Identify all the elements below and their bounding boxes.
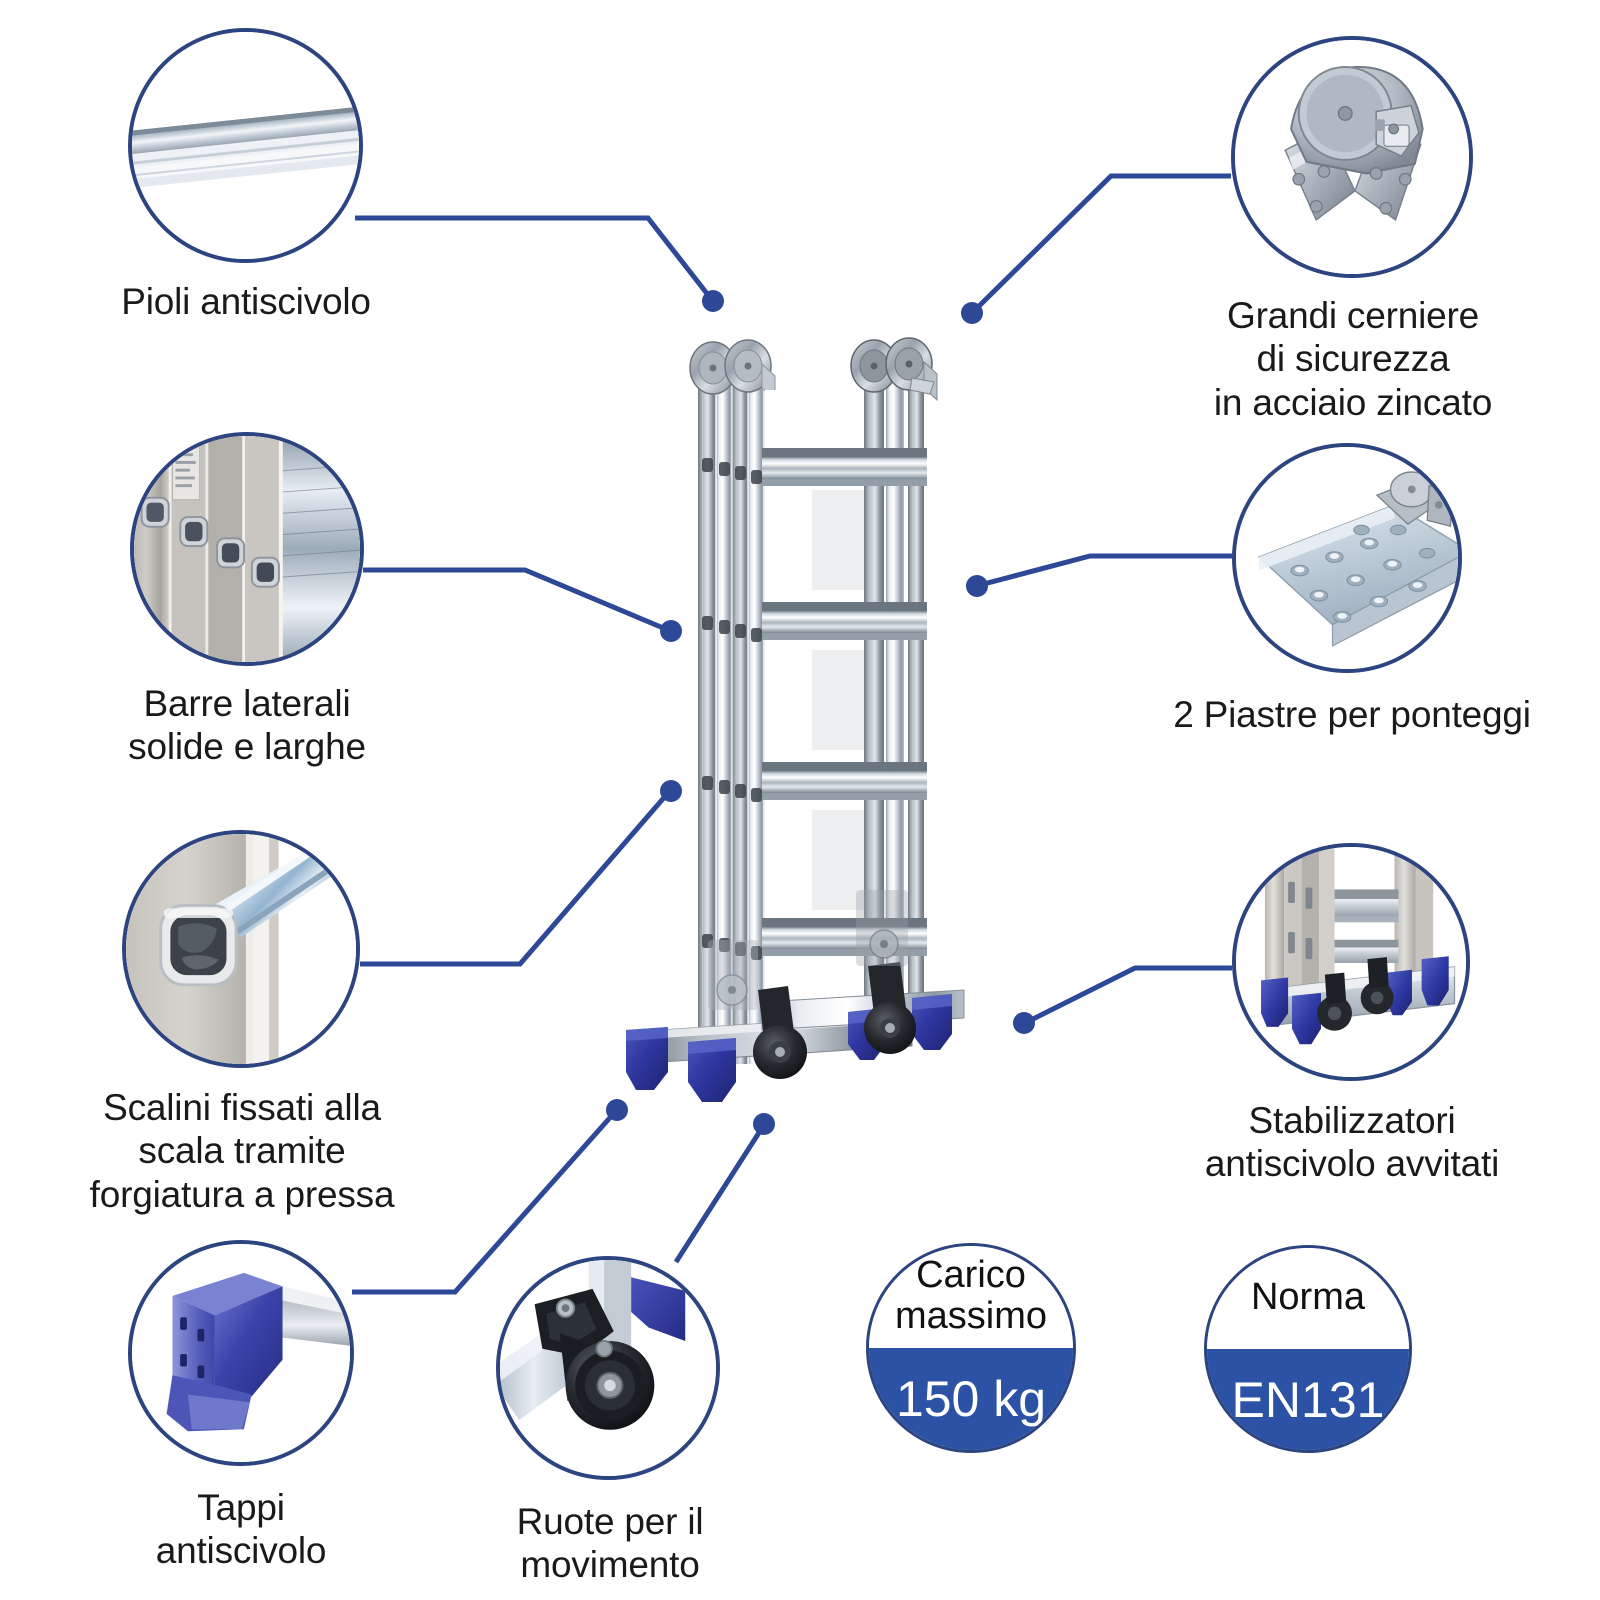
connector-cerniere bbox=[973, 173, 1231, 312]
connector-piastre bbox=[979, 553, 1232, 588]
callout-photo-ruote bbox=[496, 1256, 720, 1480]
ladder-rung-closeup-icon bbox=[132, 32, 359, 259]
connector-stabilizzatori bbox=[1025, 965, 1232, 1025]
badge-bottom-half-carico: 150 kg bbox=[869, 1348, 1073, 1450]
badge-label-carico: Carico massimo bbox=[894, 1253, 1048, 1337]
callout-photo-tappi bbox=[128, 1240, 354, 1466]
badge-carico-massimo: Carico massimo 150 kg bbox=[866, 1243, 1076, 1453]
connector-ruote bbox=[673, 1126, 765, 1264]
blue-end-cap-closeup-icon bbox=[132, 1244, 350, 1462]
badge-top-half-carico: Carico massimo bbox=[869, 1246, 1073, 1348]
badge-value-norma: EN131 bbox=[1231, 1372, 1385, 1428]
steel-hinge-closeup-icon bbox=[1235, 40, 1469, 274]
connector-dot-stabilizzatori bbox=[1013, 1012, 1035, 1034]
forged-rung-joint-closeup-icon bbox=[126, 834, 356, 1064]
callout-label-cerniere: Grandi cerniere di sicurezza in acciaio … bbox=[1213, 295, 1493, 423]
callout-label-piastre: 2 Piastre per ponteggi bbox=[1173, 694, 1531, 735]
callout-photo-pioli bbox=[128, 28, 363, 263]
product-image-ladder bbox=[612, 330, 992, 1120]
badge-norma: Norma EN131 bbox=[1204, 1245, 1412, 1453]
callout-photo-scalini bbox=[122, 830, 360, 1068]
badge-bottom-half-norma: EN131 bbox=[1207, 1349, 1409, 1450]
badge-value-carico: 150 kg bbox=[895, 1371, 1047, 1427]
side-rail-closeup-icon bbox=[134, 436, 360, 662]
badge-label-norma: Norma bbox=[1250, 1275, 1366, 1318]
callout-label-ruote: Ruote per il movimento bbox=[516, 1501, 704, 1586]
callout-photo-cerniere bbox=[1231, 36, 1473, 278]
scaffold-plate-closeup-icon bbox=[1236, 447, 1458, 669]
badge-top-half-norma: Norma bbox=[1207, 1248, 1409, 1349]
callout-label-tappi: Tappi antiscivolo bbox=[155, 1487, 327, 1572]
stabilizer-bar-closeup-icon bbox=[1236, 847, 1466, 1077]
callout-photo-stabilizzatori bbox=[1232, 843, 1470, 1081]
callout-label-pioli: Pioli antiscivolo bbox=[121, 281, 371, 322]
callout-photo-piastre bbox=[1232, 443, 1462, 673]
callout-label-stabilizzatori: Stabilizzatori antiscivolo avvitati bbox=[1204, 1100, 1500, 1185]
callout-label-scalini: Scalini fissati alla scala tramite forgi… bbox=[89, 1087, 395, 1215]
callout-label-barre: Barre laterali solide e larghe bbox=[128, 683, 366, 768]
connector-dot-pioli bbox=[702, 290, 724, 312]
transport-wheel-closeup-icon bbox=[500, 1260, 716, 1476]
callout-photo-barre bbox=[130, 432, 364, 666]
connector-dot-cerniere bbox=[961, 302, 983, 324]
